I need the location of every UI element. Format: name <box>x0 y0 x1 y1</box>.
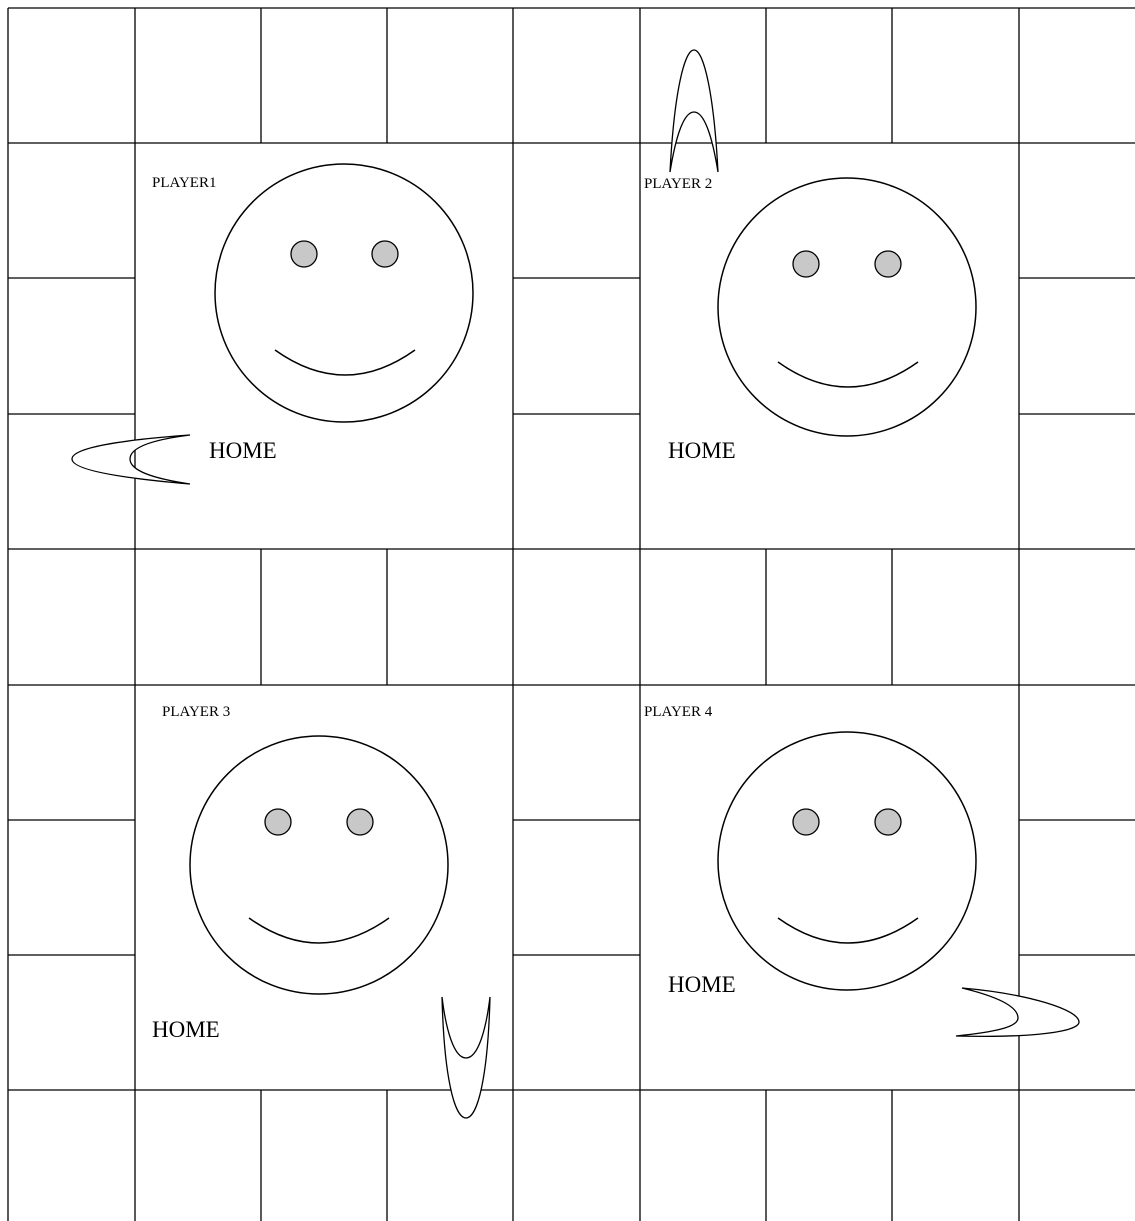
player4-label: PLAYER 4 <box>644 704 713 720</box>
player1-label: PLAYER1 <box>152 175 216 191</box>
player1-home-area: PLAYER1 HOME <box>152 164 473 463</box>
player4-smiley-icon[interactable] <box>718 732 976 990</box>
player4-home-label: HOME <box>668 972 736 997</box>
player1-home-label: HOME <box>209 438 277 463</box>
player3-home-area: PLAYER 3 HOME <box>152 704 448 1042</box>
player1-entry-arrow-icon <box>72 435 190 484</box>
player4-entry-arrow-icon <box>956 988 1079 1036</box>
player3-home-label: HOME <box>152 1017 220 1042</box>
player2-smiley-icon[interactable] <box>718 178 976 436</box>
player3-smiley-icon[interactable] <box>190 736 448 994</box>
player2-label: PLAYER 2 <box>644 176 712 192</box>
player3-label: PLAYER 3 <box>162 704 230 720</box>
player3-entry-arrow-icon <box>442 997 490 1118</box>
player2-entry-arrow-icon <box>670 50 718 172</box>
player2-home-label: HOME <box>668 438 736 463</box>
player4-home-area: PLAYER 4 HOME <box>644 704 976 997</box>
player1-smiley-icon[interactable] <box>215 164 473 422</box>
player2-home-area: PLAYER 2 HOME <box>644 176 976 463</box>
